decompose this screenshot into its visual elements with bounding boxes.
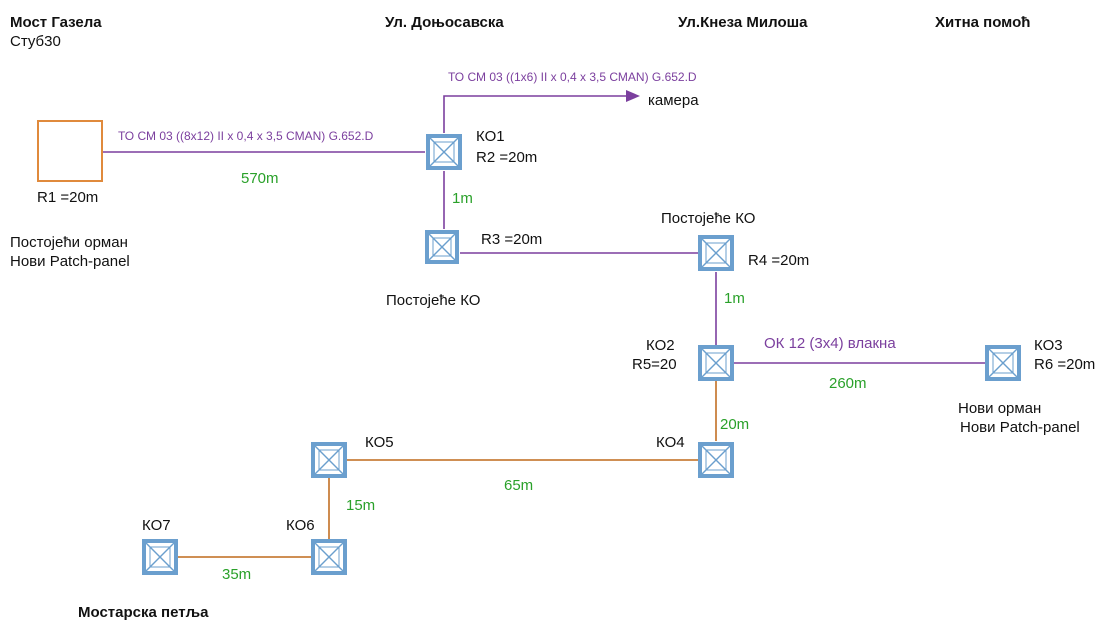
- r3-label: R3 =20m: [481, 231, 542, 248]
- header-mostarska: Мостарска петља: [78, 604, 209, 621]
- r6-label: R6 =20m: [1034, 356, 1095, 373]
- junction-box-r4: [698, 235, 734, 271]
- cable-spec-ok12: ОК 12 (3х4) влакна: [764, 335, 896, 352]
- ko2-label: КО2: [646, 337, 675, 354]
- existing-ko-label-1: Постојеће КО: [386, 292, 480, 309]
- cable-spec-camera: ТО СМ 03 ((1х6) II х 0,4 х 3,5 СМАN) G.6…: [448, 70, 697, 84]
- ko3-label: КО3: [1034, 337, 1063, 354]
- line-ko1-camera: [443, 95, 628, 133]
- ko5-label: КО5: [365, 434, 394, 451]
- junction-box-r3: [425, 230, 459, 264]
- cable-spec-ko1: ТО СМ 03 ((8х12) II х 0,4 х 3,5 СМАN) G.…: [118, 129, 374, 143]
- new-patch-panel-label-1: Нови Patch-panel: [10, 253, 130, 270]
- junction-box-ko3: [985, 345, 1021, 381]
- junction-box-ko4: [698, 442, 734, 478]
- existing-cabinet-label: Постојећи орман: [10, 234, 128, 251]
- r1-label: R1 =20m: [37, 189, 98, 206]
- length-1m-ko1-r3: 1m: [452, 190, 473, 207]
- ko4-label: КО4: [656, 434, 685, 451]
- length-65m: 65m: [504, 477, 533, 494]
- length-260m: 260m: [829, 375, 867, 392]
- ko7-label: КО7: [142, 517, 171, 534]
- header-hitna-pomoc: Хитна помоћ: [935, 14, 1030, 31]
- header-most-gazela: Мост Газела: [10, 14, 102, 31]
- junction-box-ko1: [426, 134, 462, 170]
- length-35m: 35m: [222, 566, 251, 583]
- length-1m-r4-ko2: 1m: [724, 290, 745, 307]
- r4-label: R4 =20m: [748, 252, 809, 269]
- length-20m: 20m: [720, 416, 749, 433]
- r2-label: R2 =20m: [476, 149, 537, 166]
- existing-ko-label-2: Постојеће КО: [661, 210, 755, 227]
- header-donjosavska: Ул. Доњосавска: [385, 14, 504, 31]
- new-patch-panel-label-2: Нови Patch-panel: [960, 419, 1080, 436]
- camera-label: камера: [648, 92, 699, 109]
- header-kneza-milosa: Ул.Кнеза Милоша: [678, 14, 808, 31]
- junction-box-ko5: [311, 442, 347, 478]
- camera-arrowhead: [626, 90, 640, 102]
- junction-box-ko7: [142, 539, 178, 575]
- cabinet-r1: [37, 120, 103, 182]
- header-stub: Стуб30: [10, 33, 61, 50]
- junction-box-ko6: [311, 539, 347, 575]
- ko6-label: КО6: [286, 517, 315, 534]
- r5-label: R5=20: [632, 356, 677, 373]
- ko1-label: КО1: [476, 128, 505, 145]
- length-15m: 15m: [346, 497, 375, 514]
- new-cabinet-label: Нови орман: [958, 400, 1041, 417]
- junction-box-ko2: [698, 345, 734, 381]
- length-570m: 570m: [241, 170, 279, 187]
